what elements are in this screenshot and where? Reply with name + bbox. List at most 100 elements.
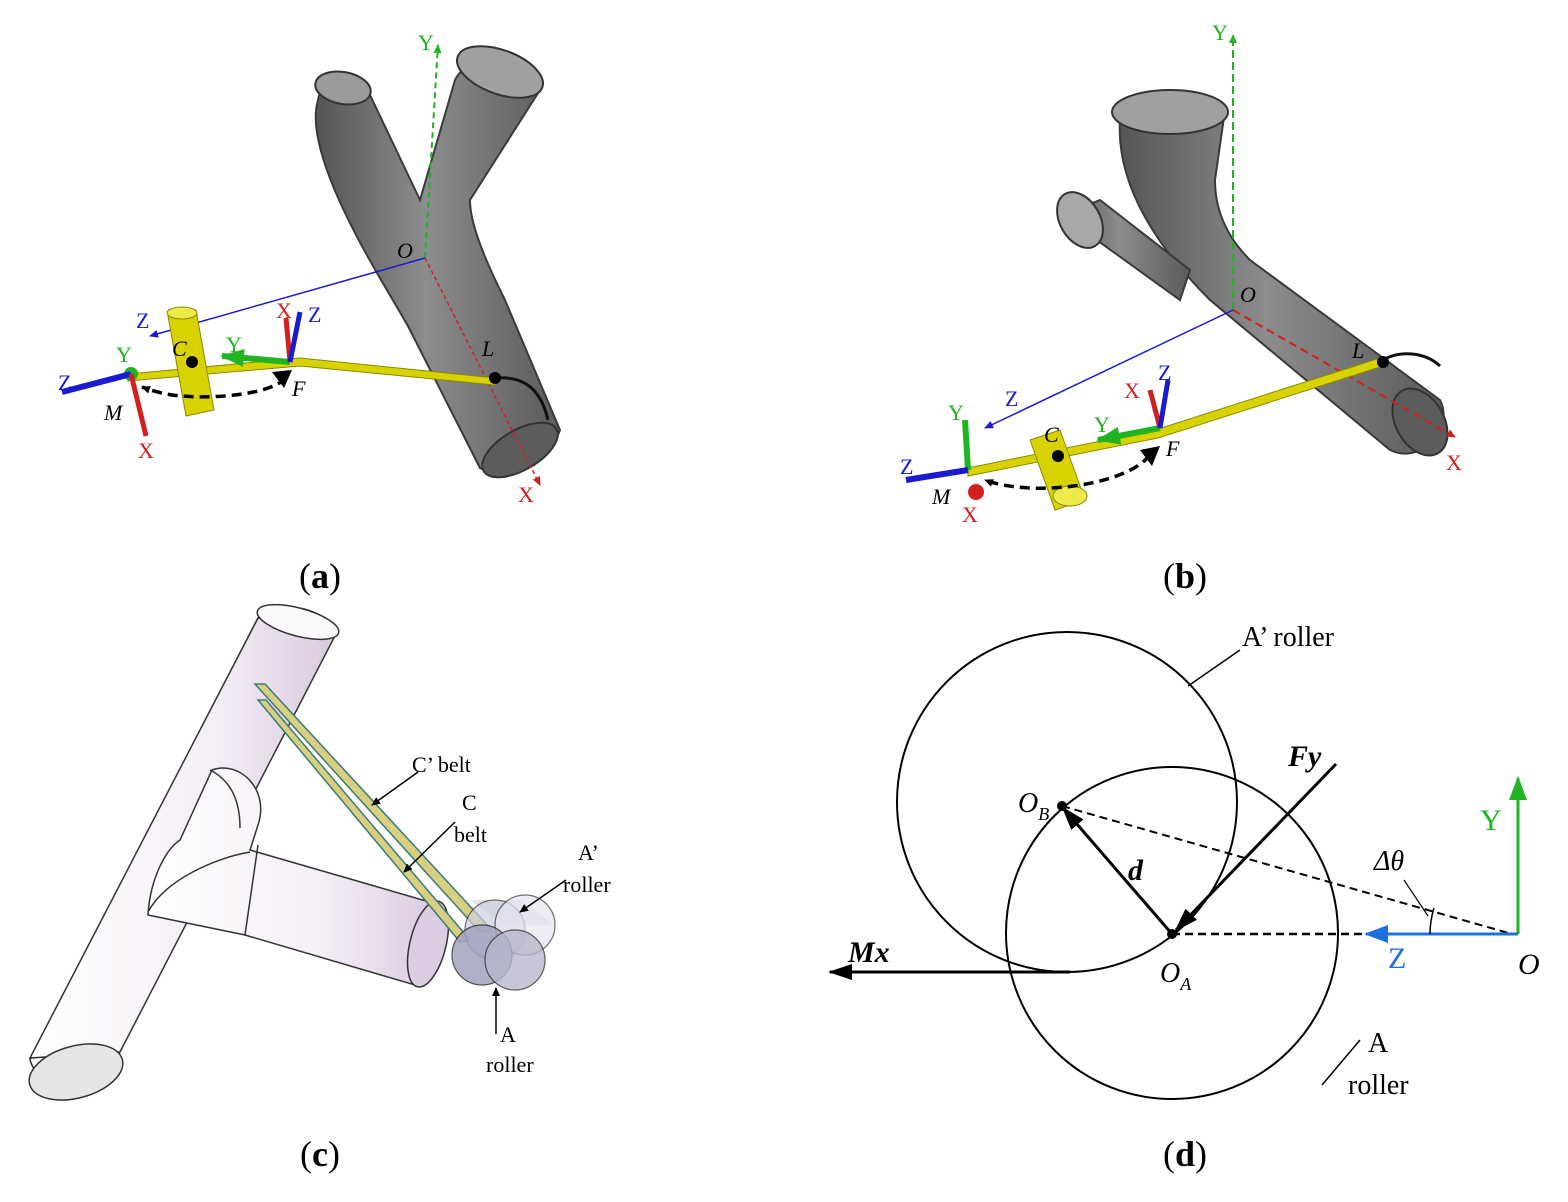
panel-b-m-z-label: Z	[900, 454, 913, 479]
panel-c-a-prime-roller-label-1: A’	[578, 840, 599, 865]
panel-a-f-y-arrow	[220, 348, 291, 367]
panel-a-roller-cap	[166, 306, 198, 320]
panel-d-a-prime-roller-leader	[1187, 649, 1241, 687]
panel-a-rotation-arrow-head	[272, 370, 292, 388]
panel-d-o-label: O	[1518, 948, 1540, 981]
panel-b-tube-bottom	[1391, 387, 1449, 457]
panel-a-m-x-arrow	[128, 373, 149, 437]
panel-a-z-label: Z	[136, 308, 149, 333]
panel-b: Y Z X O L C Y X Z F Y Z X M (b)	[900, 20, 1462, 596]
panel-d: A’ roller A roller Fy Mx OB OA d Y Z O Δ…	[828, 622, 1540, 1174]
panel-b-origin-label: O	[1240, 282, 1256, 307]
panel-d-a-prime-roller-label: A’ roller	[1242, 622, 1335, 653]
panel-b-m-y-label: Y	[948, 400, 964, 425]
panel-a-point-f-label: F	[291, 376, 306, 401]
panel-d-point-oa	[1167, 929, 1177, 939]
panel-a-tube-top-left	[314, 70, 372, 106]
panel-a-f-y-label: Y	[226, 332, 242, 357]
panel-a-belt-wrap	[494, 376, 550, 421]
panel-d-angle-arc	[1429, 907, 1435, 935]
panel-d-fy-label: Fy	[1287, 740, 1322, 773]
panel-a-tube-bottom	[481, 421, 559, 479]
panel-c-roller-a	[451, 924, 546, 991]
panel-b-m-origin	[968, 484, 984, 500]
panel-c-branch-end	[406, 900, 450, 988]
panel-b-point-c-label: C	[1044, 422, 1059, 447]
panel-b-f-x-label: X	[1124, 378, 1140, 403]
panel-c-caption: (c)	[300, 1134, 340, 1174]
panel-a-caption: (a)	[299, 556, 341, 596]
panel-a-f-x-label: X	[276, 298, 292, 323]
panel-d-delta-theta-label: Δθ	[1373, 846, 1404, 877]
panel-a-x-label: X	[518, 482, 534, 507]
panel-a-m-z-arrow	[61, 371, 132, 395]
panel-c-main-tube-top	[256, 603, 340, 641]
panel-c-a-roller-label-2: roller	[486, 1052, 534, 1077]
panel-b-rotation-arrow-head	[1140, 446, 1160, 466]
panel-d-vector-fy	[1174, 762, 1338, 932]
panel-c-c-belt-leader	[403, 821, 456, 873]
panel-a-tube-trunk	[314, 61, 562, 473]
panel-a-origin-label: O	[397, 238, 413, 263]
panel-d-point-ob	[1057, 801, 1067, 811]
panel-a-m-z-label: Z	[58, 370, 71, 395]
panel-c-c-prime-belt-leader	[371, 771, 419, 806]
panel-a-point-c-dot	[186, 356, 198, 368]
panel-b-point-c-dot	[1052, 450, 1064, 462]
panel-d-angle-leader	[1403, 879, 1429, 917]
panel-c-c-belt-label-2: belt	[454, 822, 487, 847]
panel-c: C’ belt C belt A’ roller A roller (c)	[28, 603, 611, 1174]
panel-d-caption: (d)	[1163, 1134, 1207, 1174]
panel-a-f-z-label: Z	[308, 302, 321, 327]
panel-b-y-label: Y	[1212, 20, 1228, 45]
panel-b-z-label: Z	[1005, 386, 1018, 411]
panel-b-caption: (b)	[1163, 556, 1207, 596]
panel-b-m-z-arrow	[905, 467, 969, 483]
panel-a-point-l-dot	[489, 372, 501, 384]
panel-d-a-roller-label-1: A	[1368, 1028, 1389, 1059]
panel-d-oa-label: OA	[1160, 958, 1192, 994]
panel-b-tube-top	[1111, 89, 1229, 135]
panel-d-a-roller-label-2: roller	[1348, 1070, 1409, 1101]
panel-a-rotation-arrow	[141, 376, 288, 399]
panel-d-d-label: d	[1128, 854, 1144, 887]
panel-c-a-prime-roller-label-2: roller	[563, 872, 611, 897]
panel-c-a-roller-label-1: A	[500, 1022, 516, 1047]
panel-d-y-label: Y	[1480, 804, 1502, 837]
panel-b-point-f-label: F	[1165, 436, 1180, 461]
panel-a-x-axis	[424, 257, 541, 486]
panel-b-f-z-arrow	[1157, 379, 1171, 429]
panel-c-branch-fillet	[209, 769, 241, 829]
panel-d-mx-label: Mx	[847, 936, 890, 969]
panel-b-f-z-label: Z	[1158, 360, 1171, 385]
panel-c-a-prime-roller-leader	[519, 879, 567, 913]
panel-b-belt-wrap	[1382, 352, 1442, 368]
panel-b-x-axis	[1232, 309, 1456, 438]
panel-b-rotation-arrow	[984, 453, 1152, 490]
panel-c-main-tube-end	[28, 1043, 124, 1101]
panel-d-vector-d	[1061, 806, 1174, 935]
panel-b-tube-branch-end	[1056, 191, 1104, 249]
panel-d-ob-label: OB	[1018, 788, 1049, 824]
panel-a-point-l-label: L	[481, 336, 494, 361]
panel-a: Y Z X O L C Y X Z F Y Z X M (a)	[58, 30, 562, 596]
panel-c-branch-seam	[244, 844, 259, 936]
panel-c-c-prime-belt-label: C’ belt	[412, 752, 471, 777]
panel-b-point-l-label: L	[1351, 338, 1364, 363]
panel-c-branch-fillet2	[147, 851, 251, 913]
panel-b-point-l-dot	[1377, 356, 1389, 368]
panel-b-point-m-label: M	[931, 484, 952, 509]
panel-a-f-z-arrow	[287, 311, 303, 363]
panel-a-point-c-label: C	[172, 336, 187, 361]
panel-b-f-y-arrow	[1096, 425, 1161, 445]
panel-b-x-label: X	[1446, 450, 1462, 475]
panel-a-m-y-label: Y	[116, 342, 132, 367]
panel-a-point-m-label: M	[103, 400, 124, 425]
panel-a-y-axis	[424, 44, 442, 259]
panel-b-m-x-label: X	[962, 502, 978, 527]
panel-b-f-x-arrow	[1147, 389, 1163, 429]
panel-b-f-y-label: Y	[1094, 412, 1110, 437]
panel-b-m-y-arrow	[962, 419, 971, 471]
panel-a-tube-top-right	[456, 45, 544, 99]
